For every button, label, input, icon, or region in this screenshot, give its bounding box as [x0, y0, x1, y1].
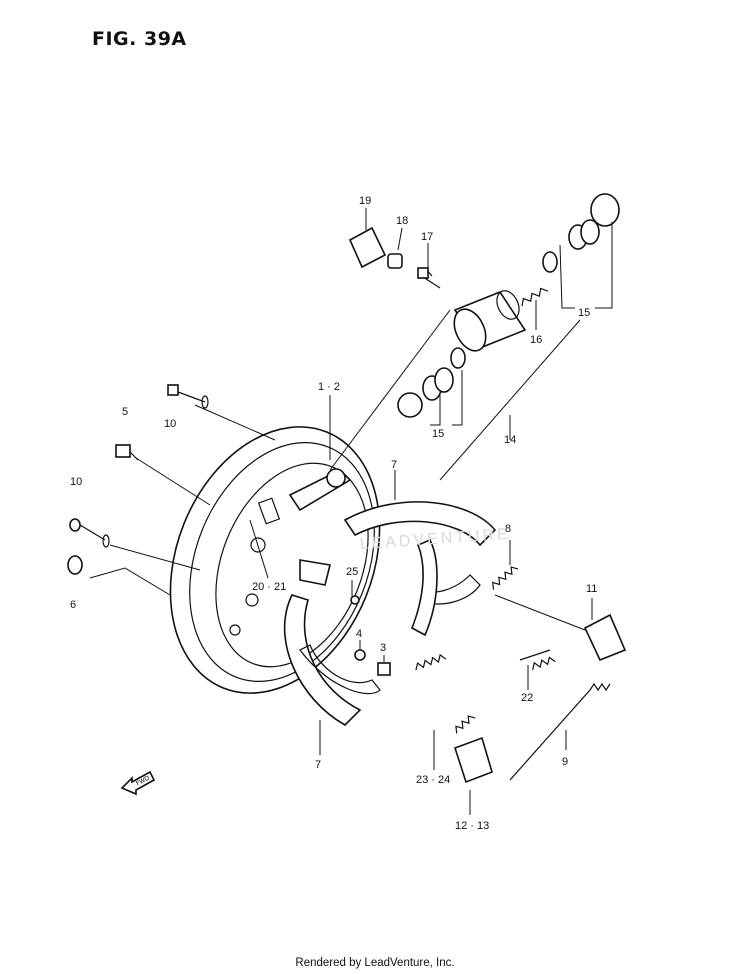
callout-7-lower: 7	[315, 759, 321, 771]
watermark-text: LEADVENTURE	[359, 526, 511, 554]
brake-shoe-lower	[283, 594, 381, 726]
brake-backing-plate	[169, 426, 381, 694]
brake-adjuster-lever	[288, 468, 352, 586]
callout-4: 4	[356, 628, 362, 640]
callout-labels: 19 18 17 16 15 15 14 1 · 2 5 10 10 6 7 7…	[70, 195, 597, 832]
callout-10-upper: 10	[164, 418, 176, 430]
springs	[415, 287, 611, 781]
callout-1-2: 1 · 2	[318, 381, 340, 393]
callout-23-24: 23 · 24	[416, 774, 450, 786]
callout-22: 22	[521, 692, 533, 704]
callout-10-lower: 10	[70, 476, 82, 488]
callout-7-upper: 7	[391, 459, 397, 471]
callout-12-13: 12 · 13	[455, 820, 489, 832]
callout-5: 5	[122, 406, 128, 418]
callout-9: 9	[562, 756, 568, 768]
wheel-cylinder	[453, 290, 527, 352]
figure-title: FIG. 39A	[92, 28, 187, 50]
callout-15-lower: 15	[432, 428, 444, 440]
callout-18: 18	[396, 215, 408, 227]
leader-lines	[89, 208, 613, 815]
callout-17: 17	[421, 231, 433, 243]
brake-shoe-upper	[343, 501, 497, 637]
callout-6: 6	[70, 599, 76, 611]
callout-3: 3	[380, 642, 386, 654]
callout-14: 14	[504, 434, 516, 446]
callout-25: 25	[346, 566, 358, 578]
callout-19: 19	[359, 195, 371, 207]
front-direction-arrow-icon: FWD	[120, 770, 156, 796]
small-hardware	[67, 226, 627, 784]
callout-15-upper: 15	[578, 307, 590, 319]
callout-20-21: 20 · 21	[252, 581, 286, 593]
callout-8: 8	[505, 523, 511, 535]
callout-11: 11	[586, 583, 597, 595]
cylinder-cups-pistons	[397, 193, 620, 418]
footer-credit: Rendered by LeadVenture, Inc.	[295, 957, 455, 969]
callout-16: 16	[530, 334, 542, 346]
